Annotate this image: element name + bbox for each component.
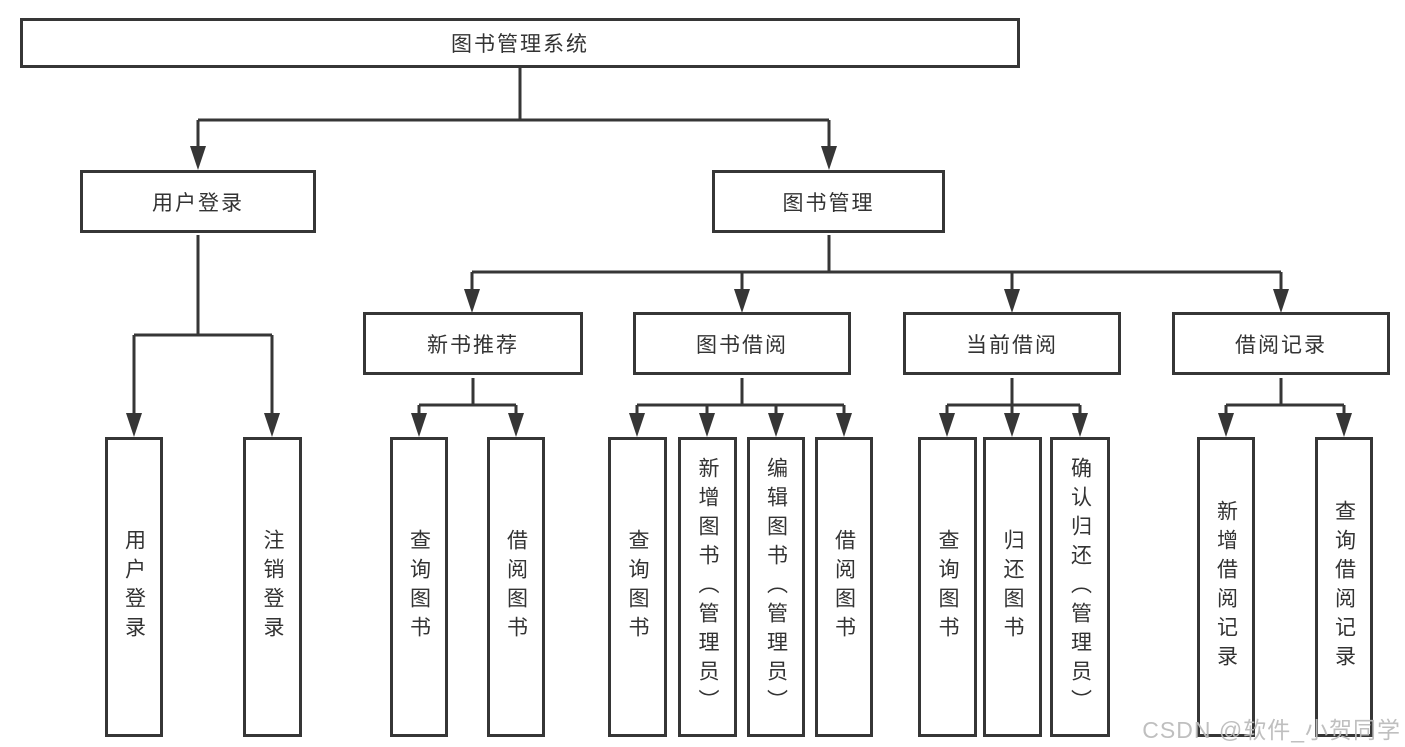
node-borrow-records-label: 借阅记录 [1235,333,1327,357]
node-book-management-label: 图书管理 [782,191,875,215]
node-root-label: 图书管理系统 [451,33,589,56]
node-root: 图书管理系统 [20,18,1020,68]
connector-userlogin-to-leaves [126,235,280,437]
connector-root-to-level2 [190,68,837,170]
connector-records-to-leaves [1218,378,1352,437]
node-current-borrow: 当前借阅 [903,312,1121,375]
leaf-query-borrow-record: 查询借阅记录 [1315,437,1373,737]
node-book-borrow-label: 图书借阅 [696,333,788,357]
connector-newbook-to-leaves [411,378,524,437]
leaf-borrow-books: 借阅图书 [815,437,873,737]
leaf-query-books-current: 查询图书 [918,437,977,737]
leaf-add-books-admin: 新增图书（管理员） [678,437,737,737]
leaf-logout: 注销登录 [243,437,302,737]
node-borrow-records: 借阅记录 [1172,312,1390,375]
node-new-book-recommend-label: 新书推荐 [427,333,519,357]
leaf-return-books: 归还图书 [983,437,1042,737]
leaf-user-login: 用户登录 [105,437,163,737]
node-book-borrow: 图书借阅 [633,312,851,375]
leaf-add-borrow-record: 新增借阅记录 [1197,437,1255,737]
node-book-management: 图书管理 [712,170,945,233]
connector-borrow-to-leaves [629,378,852,437]
leaf-edit-books-admin: 编辑图书（管理员） [747,437,805,737]
leaf-query-books-borrow: 查询图书 [608,437,667,737]
node-user-login-label: 用户登录 [152,191,244,215]
node-new-book-recommend: 新书推荐 [363,312,583,375]
leaf-confirm-return-admin: 确认归还（管理员） [1050,437,1110,737]
node-user-login: 用户登录 [80,170,316,233]
connector-current-to-leaves [939,378,1088,437]
connector-bookmgmt-to-level3 [464,235,1289,313]
leaf-borrow-books-recommend: 借阅图书 [487,437,545,737]
leaf-query-books-recommend: 查询图书 [390,437,448,737]
node-current-borrow-label: 当前借阅 [966,333,1058,357]
